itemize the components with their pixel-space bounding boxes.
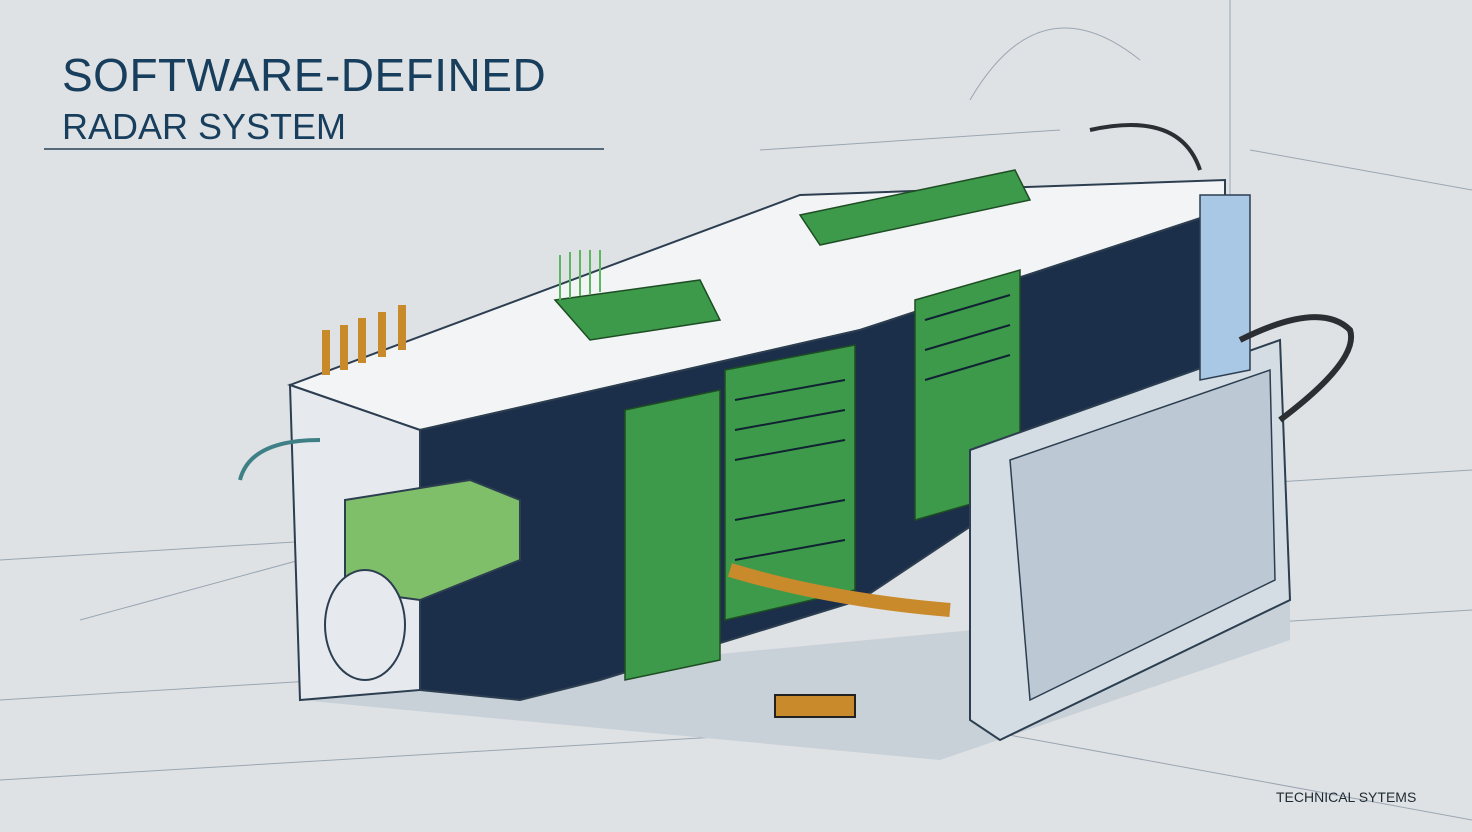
connector-pins (322, 305, 406, 375)
antenna-array (559, 250, 601, 300)
title-line-1: SOFTWARE-DEFINED (62, 49, 547, 101)
signal-cable (1089, 123, 1202, 171)
pcb-traces (734, 294, 1011, 561)
motor-assembly (324, 569, 406, 681)
ribbon-cable (727, 563, 951, 617)
title-divider (44, 148, 604, 150)
title-line-2: RADAR SYSTEM (62, 106, 347, 147)
loose-connector (774, 694, 856, 718)
footer-label: TECHNICAL SYTEMS (1276, 789, 1417, 805)
power-cable (1238, 314, 1355, 423)
coolant-hose (238, 438, 321, 481)
blue-panel (1199, 194, 1251, 381)
side-panel-inner (1009, 368, 1276, 702)
